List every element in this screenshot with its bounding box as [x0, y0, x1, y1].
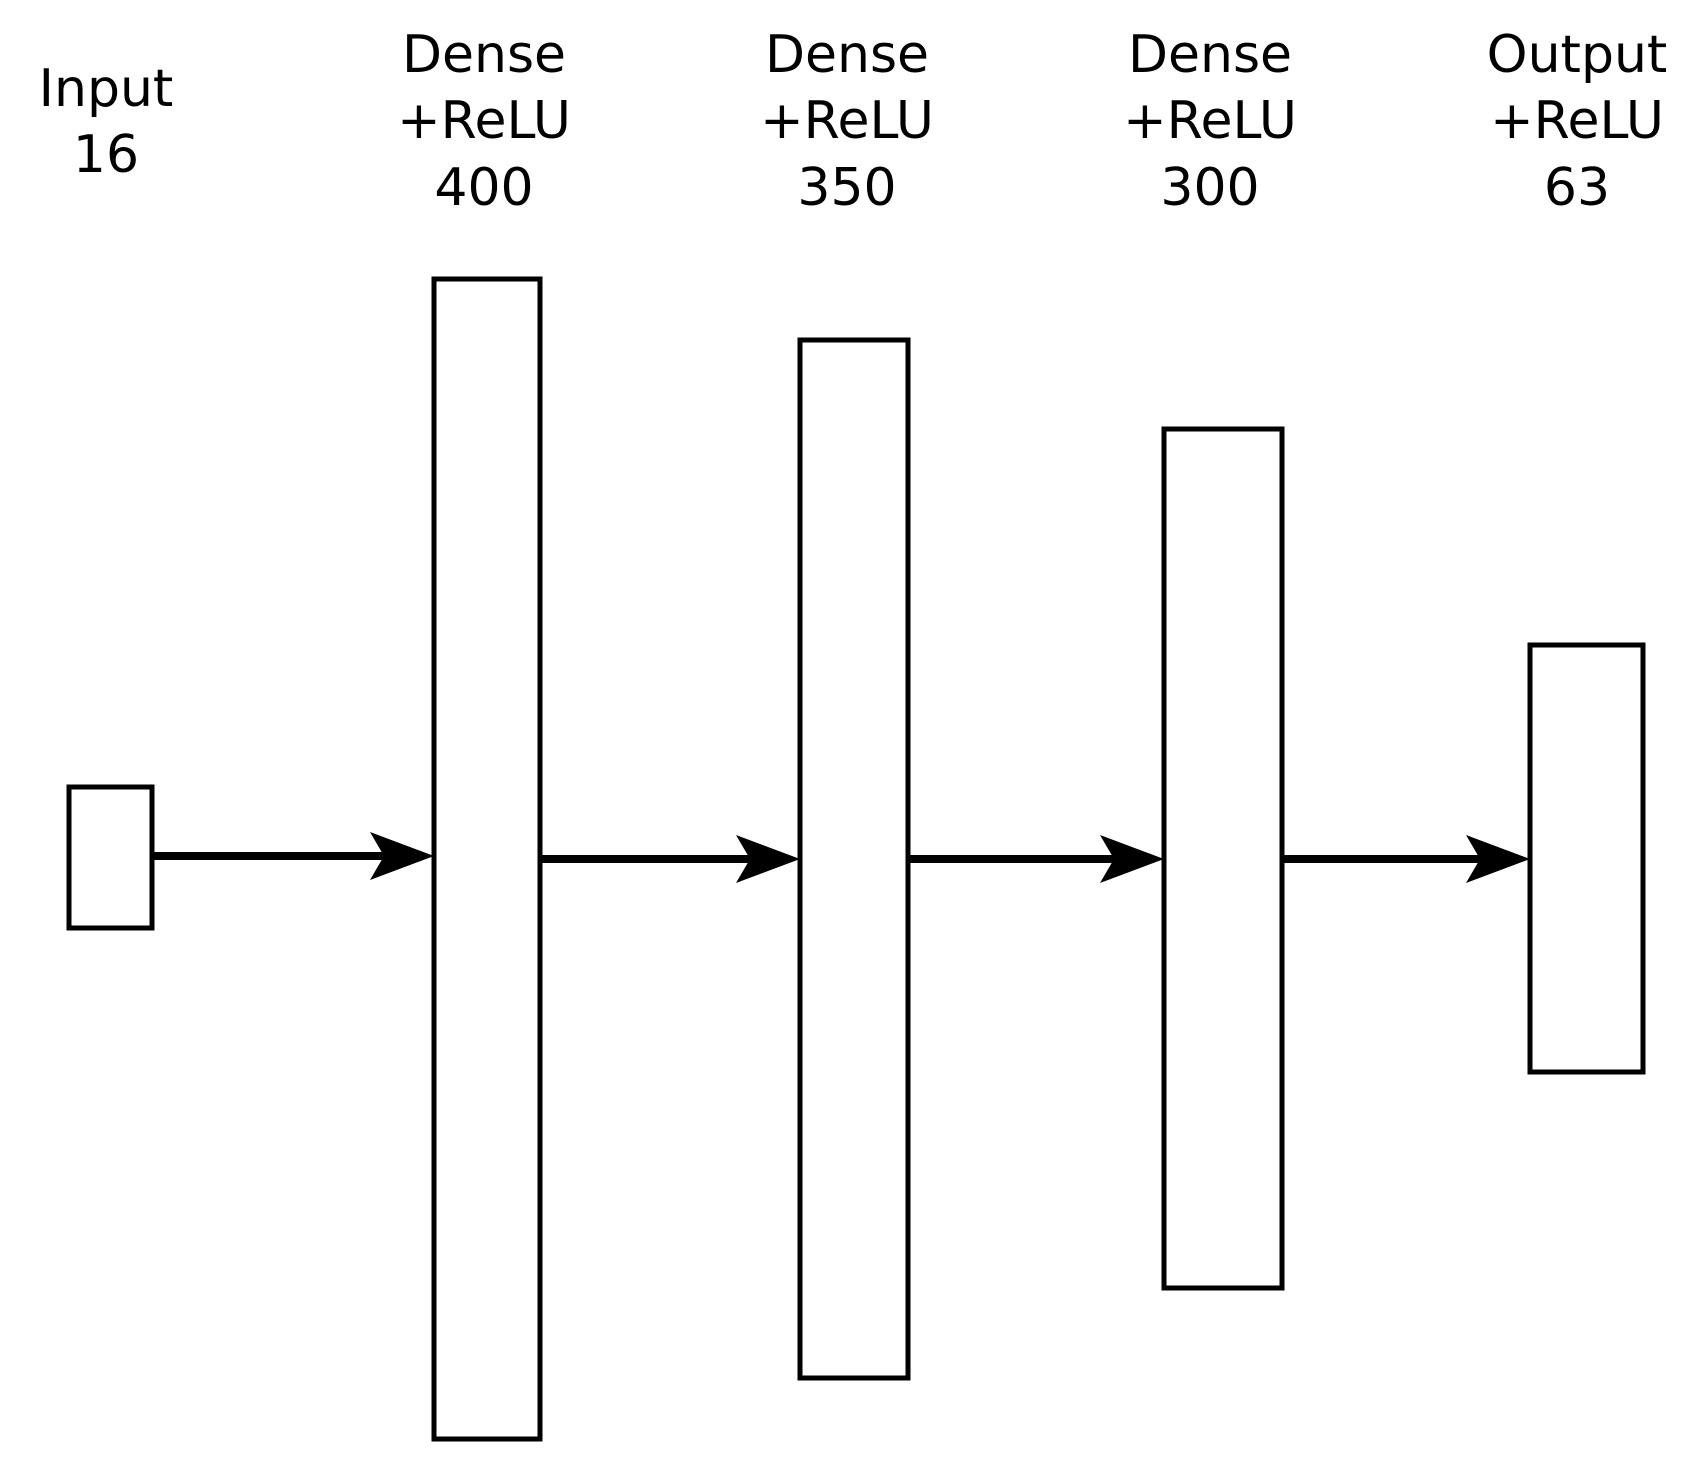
layer-input-name: Input [39, 59, 174, 119]
layer-dense-3-units: 300 [1160, 158, 1259, 218]
layer-output-units: 63 [1544, 158, 1610, 218]
layer-dense-2-box [797, 337, 911, 1381]
layer-dense-2-activation: +ReLU [760, 91, 934, 151]
layer-dense-3-activation: +ReLU [1123, 91, 1297, 151]
layer-dense-1-activation: +ReLU [397, 91, 571, 151]
layer-output-activation: +ReLU [1490, 91, 1664, 151]
layer-input-units: 16 [73, 125, 139, 185]
layer-dense-1-units: 400 [434, 158, 533, 218]
layer-dense-3-name: Dense [1128, 25, 1292, 85]
layer-dense-3: Dense +ReLU 300 [1123, 25, 1297, 1291]
layer-dense-1: Dense +ReLU 400 [397, 25, 571, 1442]
connector-dense-2-to-dense-3 [908, 835, 1164, 883]
layer-dense-1-box [431, 276, 543, 1442]
arrowhead-icon [736, 835, 800, 883]
layer-input-box [66, 784, 155, 931]
arrowhead-icon [1100, 835, 1164, 883]
layer-output-name: Output [1487, 25, 1668, 85]
layer-output: Output +ReLU 63 [1487, 25, 1668, 1075]
layer-output-box [1527, 642, 1646, 1075]
connector-input-to-dense-1 [152, 832, 434, 880]
layer-dense-2-units: 350 [797, 158, 896, 218]
connector-dense-1-to-dense-2 [540, 835, 800, 883]
layer-dense-1-name: Dense [402, 25, 566, 85]
layer-dense-2: Dense +ReLU 350 [760, 25, 934, 1381]
arrowhead-icon [370, 832, 434, 880]
connector-dense-3-to-output [1282, 835, 1530, 883]
layer-dense-2-name: Dense [765, 25, 929, 85]
arrowhead-icon [1466, 835, 1530, 883]
layer-input: Input 16 [39, 59, 174, 931]
layer-dense-3-box [1161, 426, 1285, 1291]
